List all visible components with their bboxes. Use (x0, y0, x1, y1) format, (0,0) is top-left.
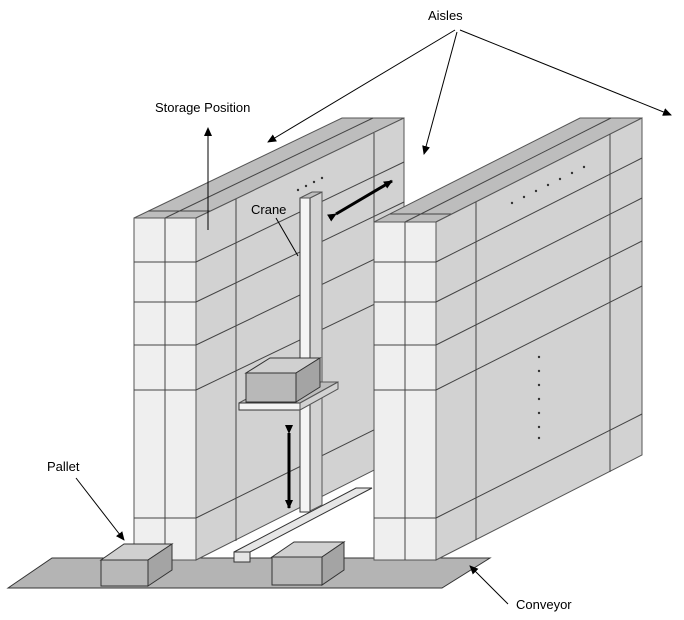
crane-mast (299, 197, 311, 513)
crane (233, 191, 373, 563)
crane-callout-line (275, 217, 299, 257)
crane-horizontal-travel-arrow (327, 179, 393, 222)
conveyor-callout-arrow (469, 565, 509, 605)
pallet-box-right (270, 541, 346, 586)
conveyor-label: Conveyor (516, 597, 572, 612)
crane-label: Crane (251, 202, 286, 217)
right-rack-continuation-dots-vertical (537, 355, 541, 440)
storage-position-label: Storage Position (155, 100, 250, 115)
right-storage-rack (373, 117, 643, 561)
aisles-callout-arrows (267, 29, 672, 155)
left-rack-continuation-dots (296, 176, 324, 192)
pallet-box-left (99, 543, 174, 587)
aisles-label: Aisles (428, 8, 463, 23)
pallet-label: Pallet (47, 459, 80, 474)
crane-load-box (245, 372, 297, 403)
left-storage-rack (133, 117, 405, 561)
right-rack-continuation-dots-top (510, 165, 586, 205)
pallet-callout-arrow (75, 477, 125, 541)
